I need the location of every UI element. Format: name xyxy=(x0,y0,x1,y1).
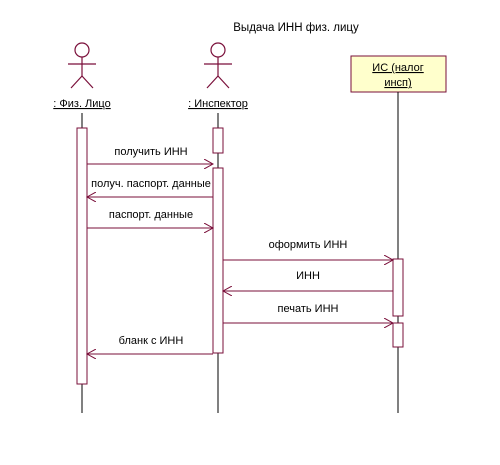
message-passport-data[interactable]: паспорт. данные xyxy=(87,209,213,228)
participant-information-system[interactable]: ИС (налог инсп) xyxy=(350,55,447,93)
message-request-passport-data[interactable]: получ. паспорт. данные xyxy=(87,178,213,197)
participant-inspector[interactable]: : Инспектор xyxy=(188,42,248,110)
message-label: ИНН xyxy=(296,270,320,282)
activation-bar-system xyxy=(392,258,404,317)
message-issue-inn[interactable]: оформить ИНН xyxy=(223,239,393,260)
system-box xyxy=(350,55,447,93)
activation-bar-individual xyxy=(76,127,88,385)
participant-label-line1: ИС (налог xyxy=(372,62,423,74)
actor-icon xyxy=(204,42,232,89)
actor-icon xyxy=(68,42,96,89)
participant-individual[interactable]: : Физ. Лицо xyxy=(53,42,111,110)
message-label: получить ИНН xyxy=(114,146,187,158)
message-label: печать ИНН xyxy=(278,303,339,315)
participant-label: : Инспектор xyxy=(188,98,248,110)
activation-bar-inspector-short xyxy=(212,127,224,154)
message-request-inn[interactable]: получить ИНН xyxy=(87,146,213,164)
message-label: паспорт. данные xyxy=(109,209,193,221)
message-label: оформить ИНН xyxy=(269,239,348,251)
participant-label-line2: инсп) xyxy=(384,77,411,89)
message-print-inn[interactable]: печать ИНН xyxy=(223,303,393,323)
message-inn-form[interactable]: бланк с ИНН xyxy=(87,335,213,354)
message-label: бланк с ИНН xyxy=(119,335,184,347)
message-label: получ. паспорт. данные xyxy=(91,178,211,190)
activation-bar-system-print xyxy=(392,322,404,348)
participant-label: : Физ. Лицо xyxy=(53,98,110,110)
diagram-title: Выдача ИНН физ. лицу xyxy=(233,22,359,34)
message-inn-returned[interactable]: ИНН xyxy=(223,270,393,291)
activation-bar-inspector xyxy=(212,167,224,354)
